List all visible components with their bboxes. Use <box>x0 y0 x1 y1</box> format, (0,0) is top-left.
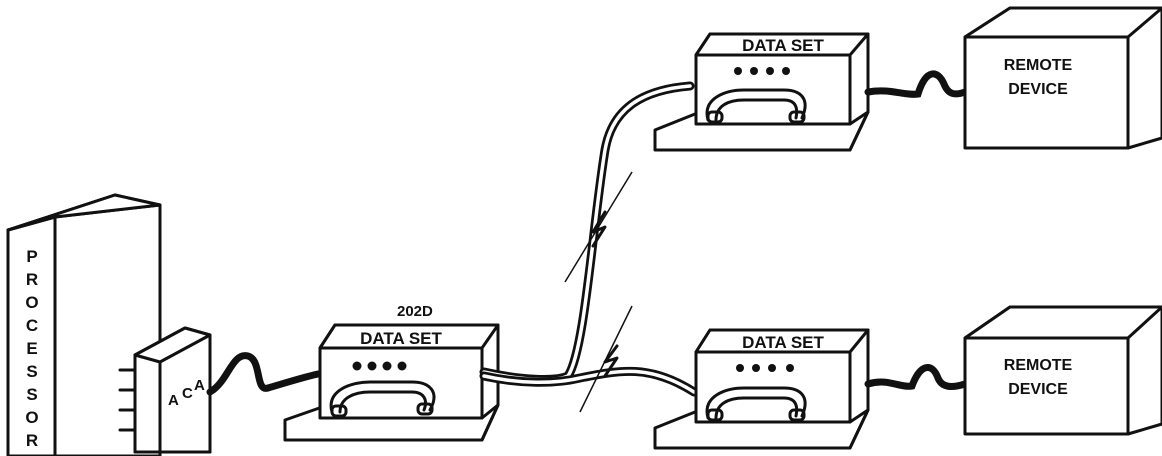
processor-letter-s2: S <box>26 385 37 404</box>
processor-label: P R O C E S S O R <box>25 247 38 450</box>
data-set-label: DATA SET <box>742 36 824 55</box>
bottom-remote-device: REMOTE DEVICE <box>965 307 1162 434</box>
aca-letter-a2: A <box>194 377 205 394</box>
processor-letter-r2: R <box>26 431 38 450</box>
processor-letter-o: O <box>25 293 38 312</box>
top-data-set: DATA SET <box>655 34 868 150</box>
remote-device-label-line1: REMOTE <box>1004 57 1073 74</box>
data-set-model-label: 202D <box>397 303 433 320</box>
top-remote-device: REMOTE DEVICE <box>965 8 1162 148</box>
top-remote-cable <box>868 74 965 94</box>
remote-device-label-line2: DEVICE <box>1008 81 1068 98</box>
remote-device-label-line1: REMOTE <box>1004 357 1073 374</box>
processor-letter-r: R <box>26 270 38 289</box>
bottom-remote-cable <box>868 368 965 387</box>
aca-letter-a: A <box>168 392 179 409</box>
aca-cable <box>210 356 318 392</box>
processor-letter-p: P <box>26 247 37 266</box>
processor-letter-s1: S <box>26 362 37 381</box>
processor-letter-e: E <box>26 339 37 358</box>
processor-letter-c: C <box>26 316 38 335</box>
aca-letter-c: C <box>182 385 193 402</box>
remote-device-label-line2: DEVICE <box>1008 381 1068 398</box>
processor-letter-o2: O <box>25 408 38 427</box>
data-set-label: DATA SET <box>360 329 442 348</box>
data-set-label: DATA SET <box>742 333 824 352</box>
